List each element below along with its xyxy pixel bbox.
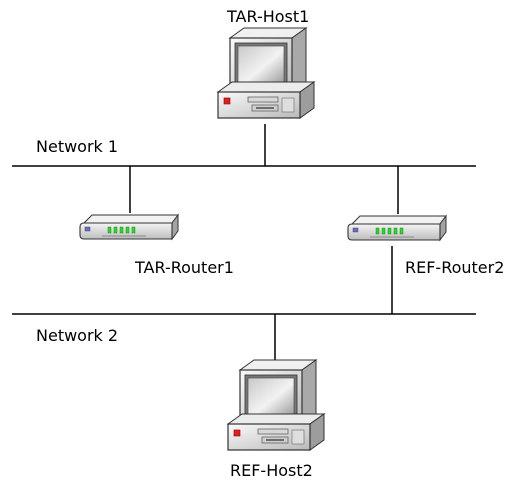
router2-label: REF-Router2 [405, 258, 504, 277]
desktop-computer-icon[interactable] [227, 359, 325, 451]
router-icon[interactable] [79, 214, 179, 240]
router1-label: TAR-Router1 [134, 258, 234, 277]
host1-label: TAR-Host1 [226, 7, 309, 26]
network1-label: Network 1 [36, 137, 118, 156]
network2-label: Network 2 [36, 326, 118, 345]
router-icon[interactable] [347, 215, 447, 241]
desktop-computer-icon[interactable] [217, 27, 315, 119]
host2-label: REF-Host2 [230, 461, 313, 480]
